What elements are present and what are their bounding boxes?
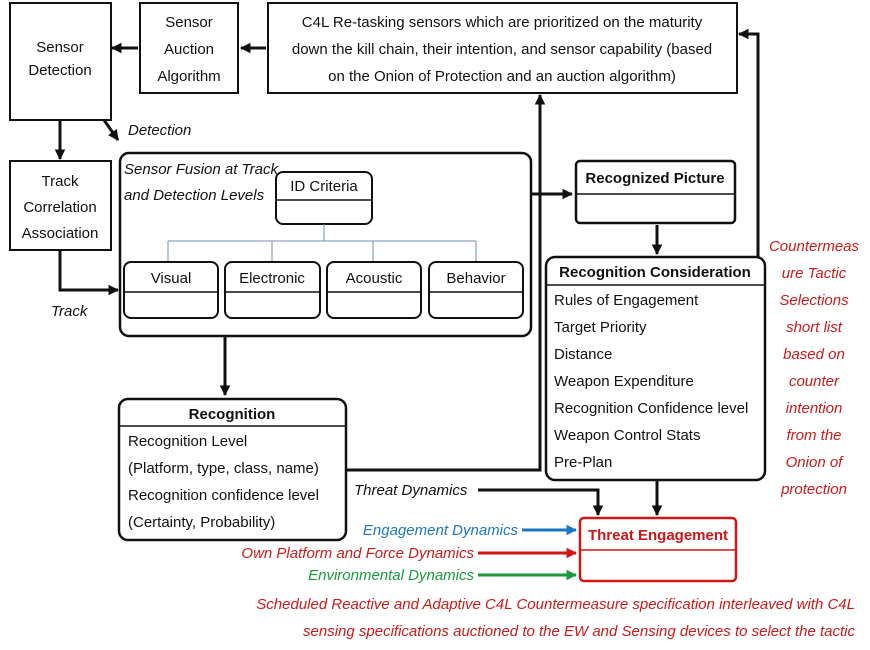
sensor-fusion-box: Sensor Fusion at Track and Detection Lev… xyxy=(118,151,533,338)
id-category-acoustic: Acoustic xyxy=(326,261,422,319)
threat-engagement-label: Threat Engagement xyxy=(588,527,728,544)
consideration-item: Target Priority xyxy=(554,319,647,336)
id-category-behavior: Behavior xyxy=(428,261,524,319)
consideration-item: Recognition Confidence level xyxy=(554,400,748,417)
svg-text:sensing specifications auction: sensing specifications auctioned to the … xyxy=(303,623,855,640)
sensor-auction-line-2: Auction xyxy=(164,41,214,58)
arrow-recognition-to-retasking xyxy=(347,93,546,472)
arrow-detection-to-fusion xyxy=(102,119,120,141)
sensor-auction-box: Sensor Auction Algorithm xyxy=(139,2,239,94)
id-category-visual: Visual xyxy=(123,261,219,319)
id-tree-lines xyxy=(167,224,477,262)
track-label: Track xyxy=(51,303,89,320)
track-correlation-line-1: Track xyxy=(42,173,79,190)
recognition-item: Recognition confidence level xyxy=(128,487,319,504)
sensor-detection-line-1: Sensor xyxy=(36,39,84,56)
svg-text:short list: short list xyxy=(786,319,843,336)
sensor-fusion-title-line-2: and Detection Levels xyxy=(124,187,265,204)
connectors xyxy=(54,28,760,581)
svg-text:protection: protection xyxy=(780,481,847,498)
svg-text:ure Tactic: ure Tactic xyxy=(782,265,847,282)
recognized-picture-box: Recognized Picture xyxy=(574,159,737,225)
sensor-detection-line-2: Detection xyxy=(28,62,91,79)
svg-text:Scheduled Reactive and Adaptiv: Scheduled Reactive and Adaptive C4L Coun… xyxy=(256,596,855,613)
threat-engagement-box: Threat Engagement xyxy=(578,516,738,583)
track-correlation-box: Track Correlation Association xyxy=(9,160,112,251)
sensor-auction-line-3: Algorithm xyxy=(157,68,220,85)
environmental-dynamics-label: Environmental Dynamics xyxy=(308,567,474,584)
c4l-retasking-line-2: down the kill chain, their intention, an… xyxy=(292,41,712,58)
consideration-item: Weapon Expenditure xyxy=(554,373,694,390)
own-platform-dynamics-label: Own Platform and Force Dynamics xyxy=(241,545,474,562)
recognized-picture-label: Recognized Picture xyxy=(585,170,724,187)
c4l-retasking-line-1: C4L Re-tasking sensors which are priorit… xyxy=(302,14,703,31)
sensor-detection-box: Sensor Detection xyxy=(9,2,112,121)
svg-text:Countermeas: Countermeas xyxy=(769,238,860,255)
svg-text:based on: based on xyxy=(783,346,845,363)
engagement-dynamics-label: Engagement Dynamics xyxy=(363,522,519,539)
recognition-item: (Platform, type, class, name) xyxy=(128,460,319,477)
threat-dynamics-label: Threat Dynamics xyxy=(354,482,468,499)
id-category-behavior-label: Behavior xyxy=(446,270,505,287)
id-category-electronic-label: Electronic xyxy=(239,270,305,287)
id-criteria-label: ID Criteria xyxy=(290,178,358,195)
id-category-visual-label: Visual xyxy=(151,270,192,287)
countermeasure-note: Countermeas ure Tactic Selections short … xyxy=(769,238,860,498)
recognition-item: Recognition Level xyxy=(128,433,247,450)
sensor-auction-line-1: Sensor xyxy=(165,14,213,31)
recognition-item: (Certainty, Probability) xyxy=(128,514,275,531)
recognition-consideration-box: Recognition Consideration Rules of Engag… xyxy=(544,255,767,482)
id-category-acoustic-label: Acoustic xyxy=(346,270,403,287)
c4l-retasking-line-3: on the Onion of Protection and an auctio… xyxy=(328,68,676,85)
bottom-note: Scheduled Reactive and Adaptive C4L Coun… xyxy=(256,596,855,640)
sensor-fusion-title-line-1: Sensor Fusion at Track xyxy=(124,161,279,178)
arrow-threat-dynamics-to-engagement xyxy=(478,488,604,517)
svg-text:Onion of: Onion of xyxy=(786,454,845,471)
id-category-electronic: Electronic xyxy=(224,261,321,319)
track-correlation-line-3: Association xyxy=(22,225,99,242)
recognition-title: Recognition xyxy=(189,406,276,423)
recognition-consideration-title: Recognition Consideration xyxy=(559,264,751,281)
consideration-item: Weapon Control Stats xyxy=(554,427,700,444)
svg-text:from the: from the xyxy=(786,427,841,444)
recognition-box: Recognition Recognition Level (Platform,… xyxy=(117,397,348,542)
consideration-item: Rules of Engagement xyxy=(554,292,699,309)
arrow-track-to-fusion xyxy=(58,250,120,296)
consideration-item: Pre-Plan xyxy=(554,454,612,471)
detection-label: Detection xyxy=(128,122,191,139)
svg-text:counter: counter xyxy=(789,373,840,390)
c4l-retasking-box: C4L Re-tasking sensors which are priorit… xyxy=(267,2,738,94)
arrow-consideration-to-retasking xyxy=(737,28,760,270)
id-criteria-box: ID Criteria xyxy=(275,171,373,225)
svg-text:intention: intention xyxy=(786,400,843,417)
track-correlation-line-2: Correlation xyxy=(23,199,96,216)
svg-text:Selections: Selections xyxy=(779,292,849,309)
consideration-item: Distance xyxy=(554,346,612,363)
